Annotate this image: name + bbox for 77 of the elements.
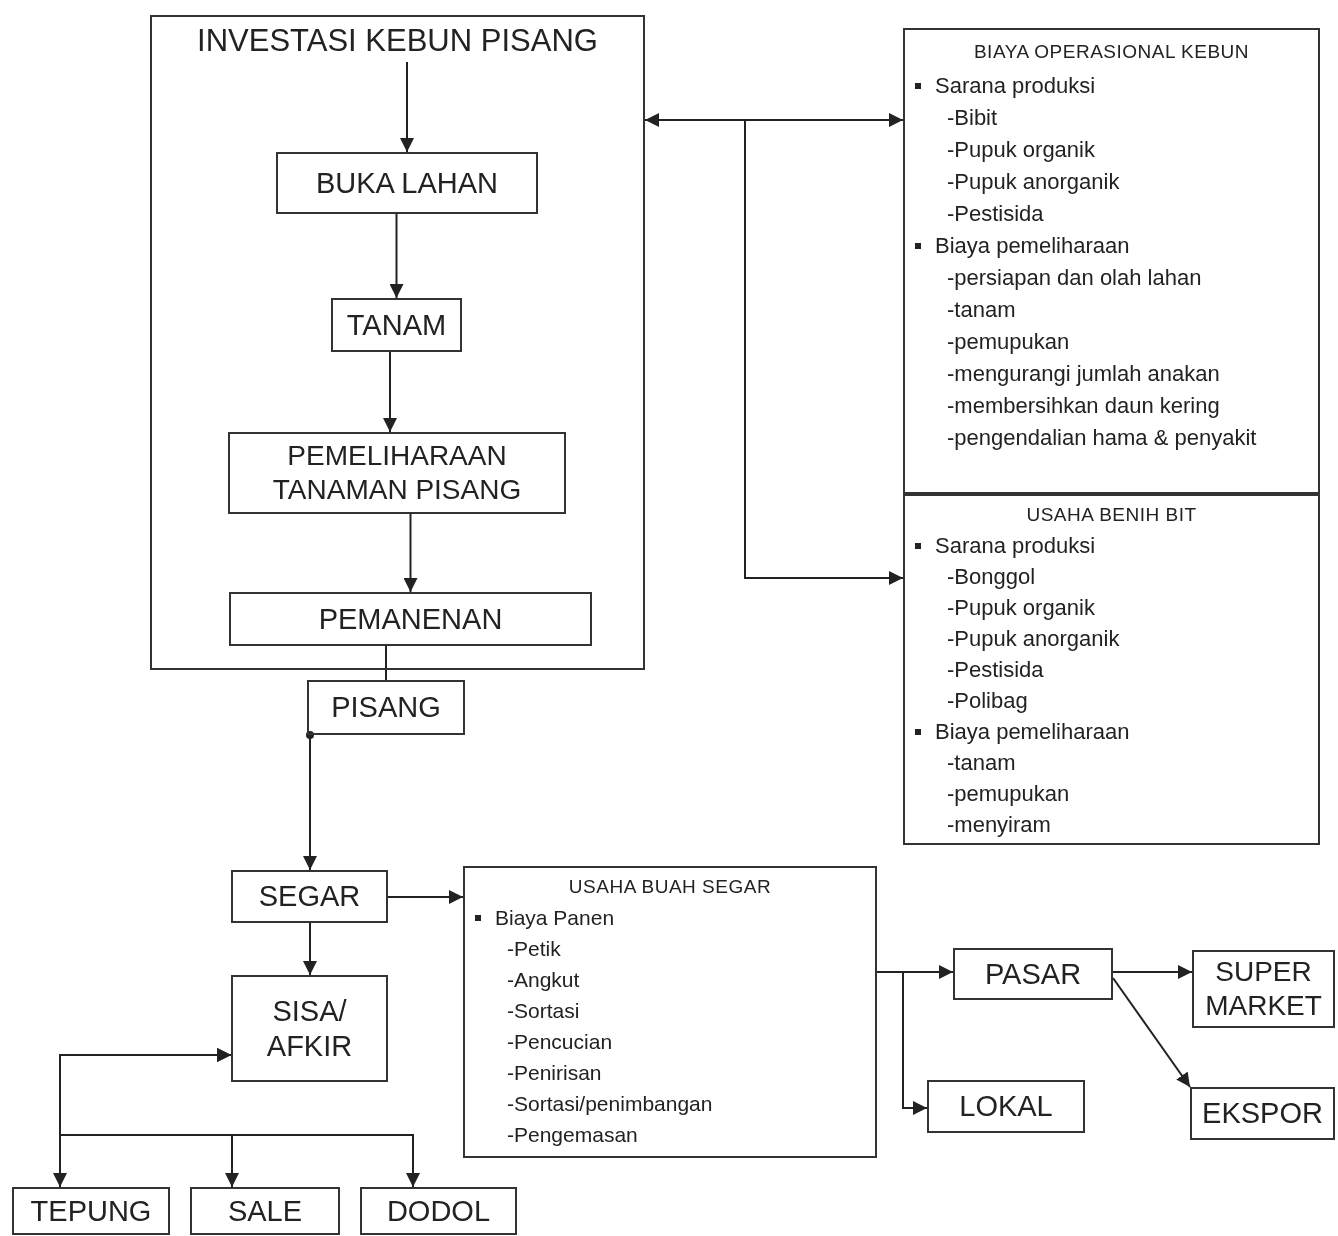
node-label: PISANG [331,690,441,725]
list-item: -Pestisida [946,200,1045,228]
arrow [389,213,404,299]
list-item: -Bibit [946,104,999,132]
panel-heading: USAHA BENIH BIT [1025,503,1198,527]
process-box [190,1187,340,1235]
list-item: -Bonggol [946,563,1037,591]
list-item: -Pestisida [946,656,1045,684]
list-item: -menyiram [946,811,1052,839]
process-box [331,298,462,352]
process-box [927,1080,1085,1133]
list-item: -membersihkan daun kering [946,392,1221,420]
node-label: SUPER MARKET [1204,955,1323,1023]
arrow [303,922,317,976]
node-label: SISA/ AFKIR [265,993,354,1064]
list-item: -Petik [506,936,562,962]
process-box [307,680,465,735]
list-item: Biaya pemeliharaan [913,716,1310,747]
process-box [228,432,566,514]
node-label: PEMANENAN [318,601,503,637]
list-item: -mengurangi jumlah anakan [946,360,1221,388]
node-label: BUKA LAHAN [315,165,499,201]
process-box [231,870,388,923]
node-label: SEGAR [258,879,361,914]
node-label: DODOL [386,1193,491,1229]
process-box [229,592,592,646]
cost-panel [903,494,1320,845]
list-item: -tanam [946,749,1017,777]
cost-panel [463,866,877,1158]
list-item: Biaya pemeliharaan [913,230,1310,262]
panel-heading: BIAYA OPERASIONAL KEBUN [972,40,1251,64]
arrow [1112,977,1191,1088]
node-label: LOKAL [959,1089,1053,1124]
list-item: -Pupuk organik [946,594,1096,622]
list-item: -Pupuk anorganik [946,625,1121,653]
process-box [1192,950,1335,1028]
list-item: Sarana produksi [913,530,1310,561]
list-item: -pemupukan [946,328,1071,356]
list-item: -pengendalian hama & penyakit [946,424,1258,452]
arrow [876,971,928,1115]
node-label: EKSPOR [1202,1096,1323,1131]
list-item: -Polibag [946,687,1029,715]
process-box [360,1187,517,1235]
node-label: TANAM [346,307,447,343]
arrow [383,351,397,433]
group-box [150,15,645,670]
list-item: -Pengemasan [506,1122,639,1148]
list-item: -Sortasi/penimbangan [506,1091,714,1117]
arrow [387,890,464,904]
list-item: -Pupuk organik [946,136,1096,164]
list-item: -Penirisan [506,1060,603,1086]
arrow [59,1048,420,1188]
arrow [644,119,904,585]
list-item: -Angkut [506,967,581,993]
process-box [276,152,538,214]
process-box [231,975,388,1082]
list-item: Biaya Panen [473,902,867,933]
process-box [1190,1087,1335,1140]
node-label: TEPUNG [30,1193,152,1229]
list-item: Sarana produksi [913,70,1310,102]
node-label: PEMELIHARAAN TANAMAN PISANG [271,439,523,507]
arrow [400,61,414,153]
node-label: PASAR [984,956,1082,992]
process-box [953,948,1113,1000]
cost-panel [903,28,1320,494]
list-item: -tanam [946,296,1017,324]
group-heading: INVESTASI KEBUN PISANG [197,23,598,59]
arrow [1112,965,1193,979]
list-item: -persiapan dan olah lahan [946,264,1203,292]
list-item: -Pencucian [506,1029,614,1055]
process-box [12,1187,170,1235]
node-label: SALE [227,1193,303,1229]
arrow [403,513,418,593]
panel-heading: USAHA BUAH SEGAR [567,875,773,899]
list-item: -pemupukan [946,780,1071,808]
list-item: -Pupuk anorganik [946,168,1121,196]
list-item: -Sortasi [506,998,581,1024]
